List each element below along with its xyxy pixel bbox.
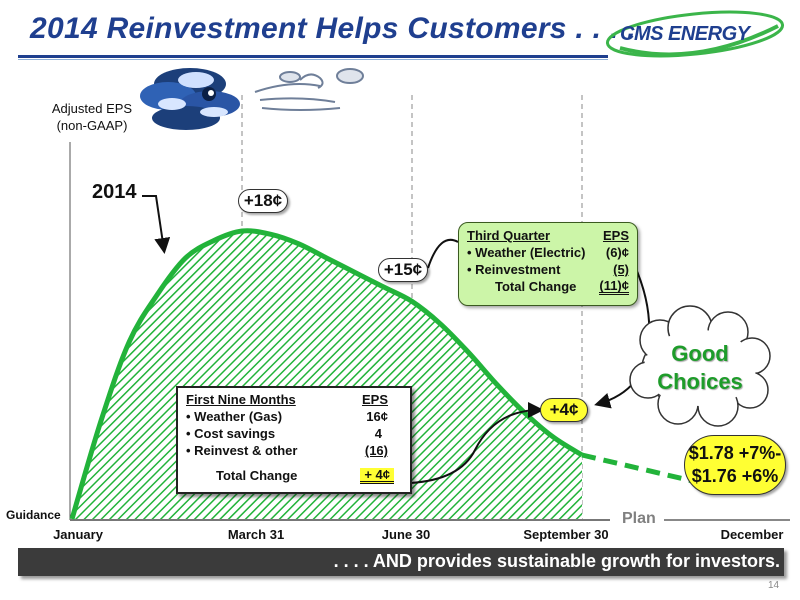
nine-months-header-label: First Nine Months (186, 392, 296, 407)
good-choices-cloud-icon (629, 305, 771, 427)
x-tick-march: March 31 (227, 527, 285, 542)
series-label-arrow (142, 195, 171, 254)
third-quarter-total-label: Total Change (495, 279, 577, 294)
third-quarter-header-value: EPS (602, 228, 629, 243)
annotation-plus-18: +18¢ (238, 189, 288, 213)
logo-text: CMS ENERGY (620, 23, 750, 45)
series-label-2014: 2014 (92, 181, 137, 203)
x-tick-june: June 30 (381, 527, 431, 542)
footer-banner: . . . . AND provides sustainable growth … (18, 548, 784, 576)
nine-months-header-value: EPS (361, 392, 388, 407)
x-tick-september: September 30 (523, 527, 609, 542)
annotation-plus-15: +15¢ (378, 258, 428, 282)
nine-months-item: • Reinvest & other (16) (186, 443, 402, 460)
nine-months-item-value: 4 (374, 426, 382, 441)
nine-months-total-value: + 4¢ (360, 468, 394, 484)
third-quarter-item-value: (6)¢ (605, 245, 629, 260)
y-axis-label-line-1: Adjusted EPS (51, 101, 133, 116)
guidance-range-bubble: $1.78 +7%- $1.76 +6% (684, 435, 786, 495)
nine-months-header: First Nine Months EPS (186, 392, 402, 409)
third-quarter-header: Third Quarter EPS (467, 228, 629, 245)
third-quarter-item: • Weather (Electric) (6)¢ (467, 245, 629, 262)
guidance-range-line-2: $1.76 +6% (691, 466, 779, 486)
y-axis-label-line-2: (non-GAAP) (56, 118, 128, 133)
x-tick-january: January (53, 527, 103, 542)
nine-months-item-value: (16) (364, 443, 388, 458)
nine-months-connector-arrow (409, 402, 544, 484)
third-quarter-item-label: • Weather (Electric) (467, 245, 586, 260)
baseline-label: Guidance (6, 508, 61, 522)
title-underline-secondary (18, 59, 608, 60)
company-logo: CMS ENERGY (600, 4, 790, 64)
nine-months-total: Total Change + 4¢ (186, 468, 402, 485)
page-number: 14 (768, 580, 780, 591)
third-quarter-item-value: (5) (613, 262, 629, 277)
third-quarter-total-value: (11)¢ (599, 278, 629, 295)
guidance-range-line-1: $1.78 +7%- (688, 443, 782, 463)
nine-months-item: • Weather (Gas) 16¢ (186, 409, 402, 426)
title-underline (18, 55, 608, 58)
x-tick-december: December (720, 527, 784, 542)
logo-swoosh-icon (605, 10, 785, 58)
good-choices-line-1: Good (671, 341, 729, 366)
q3-connector-left (427, 238, 459, 269)
plan-label: Plan (622, 510, 656, 527)
nine-months-item-value: 16¢ (366, 409, 388, 424)
third-quarter-item: • Reinvestment (5) (467, 262, 629, 279)
y-axis-label: Adjusted EPS (non-GAAP) (40, 100, 144, 134)
good-choices-line-2: Choices (657, 369, 743, 394)
nine-months-total-label: Total Change (216, 468, 298, 483)
nine-months-item-label: • Reinvest & other (186, 443, 298, 458)
footer-banner-text: . . . . AND provides sustainable growth … (333, 551, 780, 571)
first-nine-months-box: First Nine Months EPS • Weather (Gas) 16… (176, 386, 412, 494)
annotation-plus-4: +4¢ (540, 398, 588, 422)
third-quarter-total: Total Change (11)¢ (467, 279, 629, 296)
2014-series-line (69, 228, 584, 520)
third-quarter-item-label: • Reinvestment (467, 262, 561, 277)
nine-months-item: • Cost savings 4 (186, 426, 402, 443)
storm-cloud-icon (140, 68, 240, 130)
good-choices-text: Good Choices (640, 340, 760, 396)
third-quarter-box: Third Quarter EPS • Weather (Electric) (… (458, 222, 638, 306)
nine-months-item-label: • Cost savings (186, 426, 276, 441)
nine-months-item-label: • Weather (Gas) (186, 409, 283, 424)
third-quarter-header-label: Third Quarter (467, 228, 551, 243)
page-title: 2014 Reinvestment Helps Customers . . . … (30, 12, 636, 45)
wind-gust-icon (254, 68, 364, 111)
